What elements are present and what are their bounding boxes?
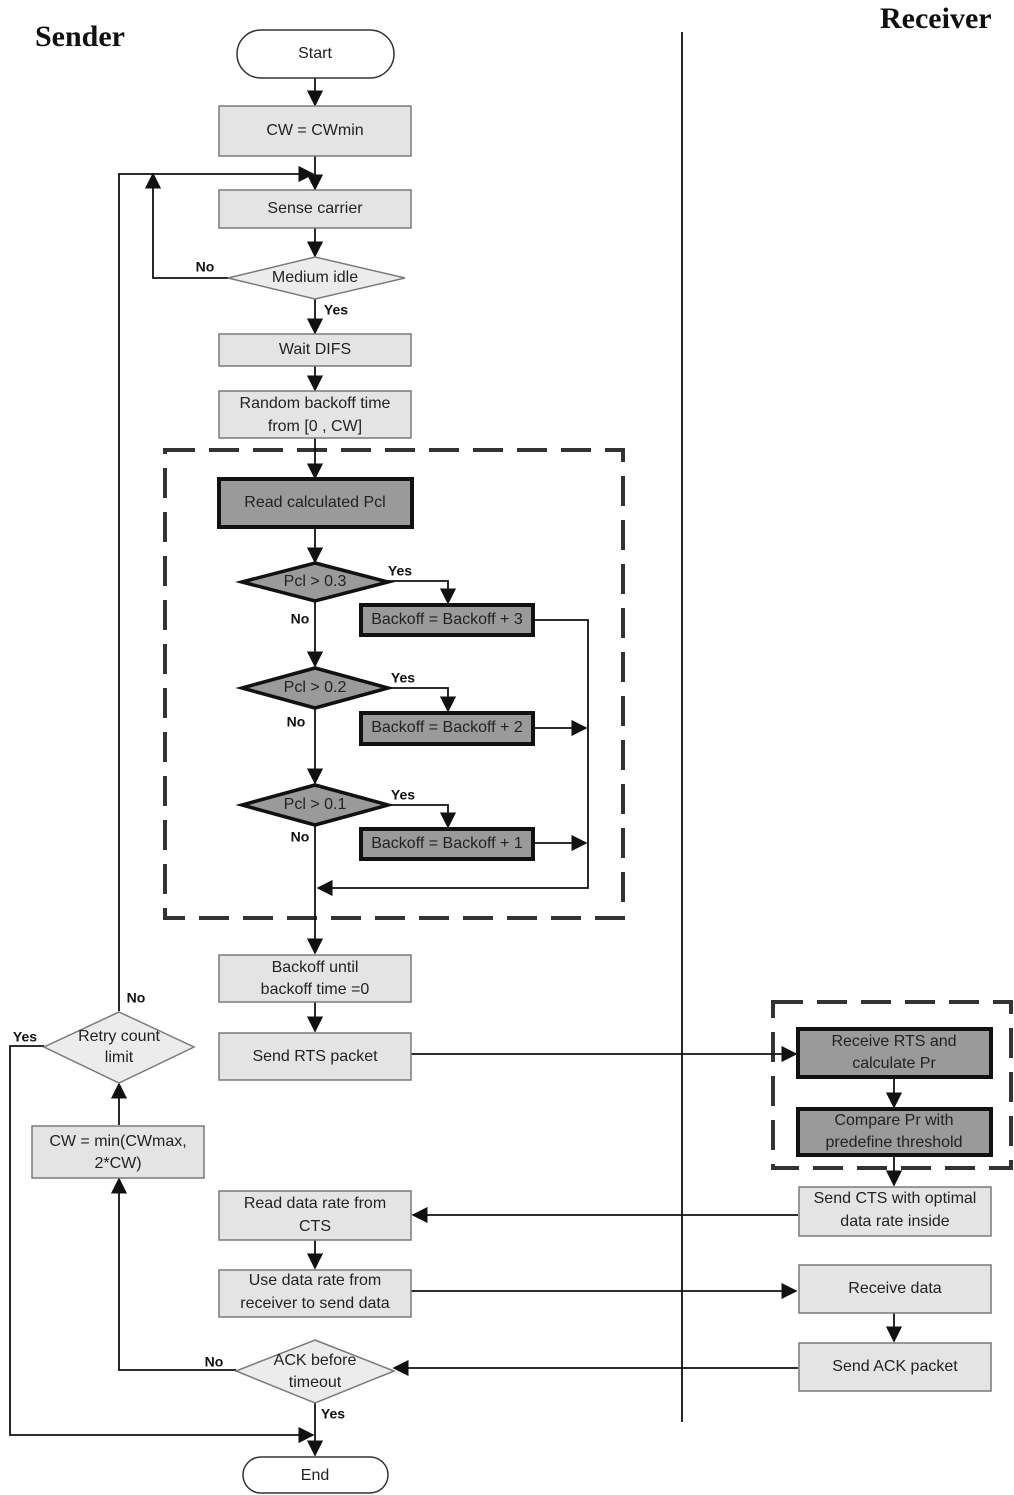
svg-text:Send ACK packet: Send ACK packet (832, 1358, 958, 1375)
read-data-rate-box: Read data rate from CTS (218, 1190, 412, 1241)
label-pcl01-yes: Yes (391, 787, 415, 803)
svg-text:Retry count: Retry count (78, 1028, 160, 1045)
svg-text:Receive data: Receive data (848, 1280, 941, 1297)
ack-timeout-decision: ACK before timeout (233, 1339, 397, 1404)
pcl-0.1-decision: Pcl > 0.1 (235, 783, 395, 827)
end-terminal: End (242, 1456, 389, 1494)
backoff-plus-1-box: Backoff = Backoff + 1 (359, 827, 535, 861)
svg-text:calculate Pr: calculate Pr (852, 1055, 936, 1072)
svg-text:Use data rate from: Use data rate from (249, 1272, 382, 1289)
svg-text:Backoff = Backoff + 2: Backoff = Backoff + 2 (371, 719, 523, 736)
svg-text:predefine threshold: predefine threshold (826, 1134, 963, 1151)
receive-rts-box: Receive RTS and calculate Pr (796, 1027, 993, 1079)
svg-text:Medium idle: Medium idle (272, 269, 358, 286)
send-ack-box: Send ACK packet (798, 1342, 992, 1392)
start-terminal: Start (236, 29, 395, 79)
label-ack-yes: Yes (321, 1406, 345, 1422)
label-pcl02-no: No (287, 714, 306, 730)
svg-text:Send RTS packet: Send RTS packet (252, 1048, 378, 1065)
svg-text:Pcl > 0.2: Pcl > 0.2 (284, 679, 347, 696)
pcl-0.3-decision: Pcl > 0.3 (235, 561, 395, 603)
use-data-rate-box: Use data rate from receiver to send data (218, 1269, 412, 1318)
svg-text:Receive RTS and: Receive RTS and (831, 1033, 956, 1050)
wait-difs-box: Wait DIFS (218, 333, 412, 367)
svg-text:Send CTS with optimal: Send CTS with optimal (814, 1190, 977, 1207)
svg-text:CTS: CTS (299, 1218, 331, 1235)
svg-text:timeout: timeout (289, 1374, 342, 1391)
random-backoff-box: Random backoff time from [0 , CW] (218, 390, 412, 439)
svg-text:limit: limit (105, 1049, 134, 1066)
label-pcl01-no: No (291, 829, 310, 845)
start-label: Start (298, 45, 332, 62)
label-pcl03-no: No (291, 611, 310, 627)
svg-text:CW = min(CWmax,: CW = min(CWmax, (49, 1133, 186, 1150)
svg-text:backoff time =0: backoff time =0 (261, 981, 370, 998)
svg-text:CW = CWmin: CW = CWmin (266, 122, 363, 139)
cw-min-box: CW = CWmin (218, 105, 412, 157)
backoff-plus-2-box: Backoff = Backoff + 2 (359, 711, 535, 746)
svg-text:receiver to send data: receiver to send data (240, 1295, 390, 1312)
receive-data-box: Receive data (798, 1264, 992, 1314)
svg-text:from [0 , CW]: from [0 , CW] (268, 418, 362, 435)
end-label: End (301, 1467, 329, 1484)
label-idle-no: No (196, 259, 215, 275)
retry-limit-decision: Retry count limit (42, 1011, 196, 1084)
svg-text:Backoff = Backoff + 1: Backoff = Backoff + 1 (371, 835, 523, 852)
svg-text:ACK before: ACK before (274, 1352, 357, 1369)
label-ack-no: No (205, 1354, 224, 1370)
label-idle-yes: Yes (324, 302, 348, 318)
backoff-plus-3-box: Backoff = Backoff + 3 (359, 603, 535, 637)
connectors (9, 78, 903, 1457)
pcl-backoff-group (163, 448, 625, 920)
svg-text:Pcl > 0.1: Pcl > 0.1 (284, 796, 347, 813)
medium-idle-decision: Medium idle (227, 256, 406, 300)
svg-text:data rate inside: data rate inside (840, 1213, 950, 1230)
label-pcl02-yes: Yes (391, 670, 415, 686)
read-pcl-box: Read calculated Pcl (217, 477, 414, 529)
svg-text:Backoff = Backoff + 3: Backoff = Backoff + 3 (371, 611, 523, 628)
send-rts-box: Send RTS packet (218, 1032, 412, 1081)
pcl-0.2-decision: Pcl > 0.2 (235, 666, 395, 710)
backoff-until-box: Backoff until backoff time =0 (218, 954, 412, 1003)
svg-text:Wait DIFS: Wait DIFS (279, 341, 351, 358)
sender-lane-title: Sender (35, 20, 125, 53)
svg-text:Read calculated Pcl: Read calculated Pcl (244, 494, 385, 511)
svg-text:Compare Pr with: Compare Pr with (834, 1112, 953, 1129)
compare-pr-box: Compare Pr with predefine threshold (796, 1107, 993, 1157)
send-cts-box: Send CTS with optimal data rate inside (798, 1186, 992, 1237)
svg-text:2*CW): 2*CW) (94, 1155, 141, 1172)
svg-text:Sense carrier: Sense carrier (267, 200, 363, 217)
svg-text:Read data rate from: Read data rate from (244, 1195, 386, 1212)
receiver-lane-title: Receiver (880, 2, 992, 35)
svg-text:Backoff until: Backoff until (272, 959, 359, 976)
sense-carrier-box: Sense carrier (218, 189, 412, 229)
cw-double-box: CW = min(CWmax, 2*CW) (31, 1125, 205, 1179)
label-retry-yes: Yes (13, 1029, 37, 1045)
svg-text:Pcl > 0.3: Pcl > 0.3 (284, 573, 347, 590)
label-retry-no: No (127, 990, 146, 1006)
receiver-pr-group (771, 1000, 1013, 1170)
svg-text:Random backoff time: Random backoff time (240, 395, 391, 412)
label-pcl03-yes: Yes (388, 563, 412, 579)
